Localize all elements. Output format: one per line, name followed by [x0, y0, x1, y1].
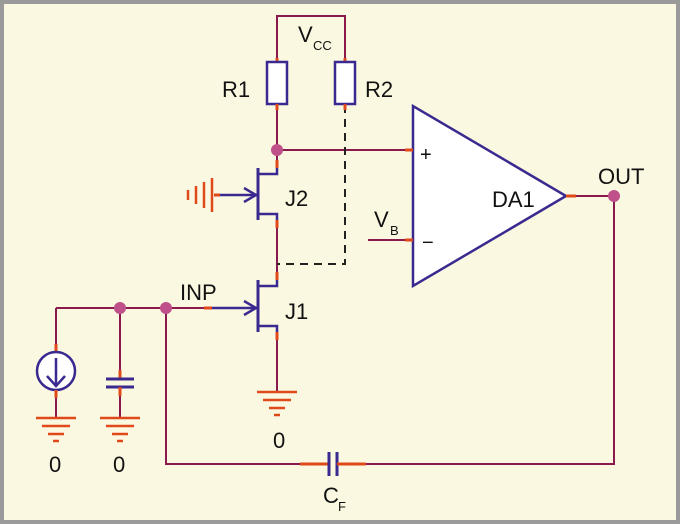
junction-node-r1 — [271, 144, 283, 156]
da1-label: DA1 — [492, 187, 535, 212]
vcc-rail-wire — [276, 15, 346, 58]
ground-cap-label: 0 — [113, 452, 125, 477]
ground-j1-label: 0 — [273, 428, 285, 453]
jfet-j1 — [204, 272, 279, 340]
junction-node-inp — [160, 302, 172, 314]
junction-node-cap — [114, 302, 126, 314]
vb-label: V — [374, 207, 389, 232]
inp-label: INP — [180, 280, 217, 305]
ground-j1-symbol — [257, 390, 297, 417]
feedback-right-wire — [366, 196, 615, 465]
current-source — [35, 344, 77, 398]
input-capacitor — [106, 370, 134, 396]
jfet-j2 — [214, 160, 279, 228]
junction-dots — [114, 144, 620, 314]
ground-source-label: 0 — [49, 452, 61, 477]
j2-gate-ground-symbol — [186, 178, 214, 212]
opamp-minus-sign: − — [422, 232, 434, 254]
out-label: OUT — [598, 164, 644, 189]
opamp-da1 — [405, 103, 576, 289]
feedback-capacitor-cf — [300, 452, 366, 476]
junction-node-out — [608, 190, 620, 202]
r2-label: R2 — [365, 77, 393, 102]
j1-label: J1 — [285, 299, 308, 324]
ground-source-symbol — [36, 416, 76, 443]
feedback-left-wire — [165, 308, 300, 465]
wires — [55, 15, 615, 465]
vcc-label: V — [298, 22, 313, 47]
ground-cap-symbol — [100, 416, 140, 443]
r2-dashed-link — [277, 105, 346, 265]
vcc-subscript: CC — [313, 38, 332, 53]
resistor-r2 — [333, 58, 357, 110]
cf-label: C — [323, 483, 339, 508]
vb-subscript: B — [390, 223, 399, 238]
r1-label: R1 — [222, 77, 250, 102]
cf-subscript: F — [338, 499, 346, 514]
resistor-r1 — [265, 58, 289, 110]
j2-label: J2 — [285, 186, 308, 211]
opamp-plus-sign: + — [420, 144, 432, 166]
